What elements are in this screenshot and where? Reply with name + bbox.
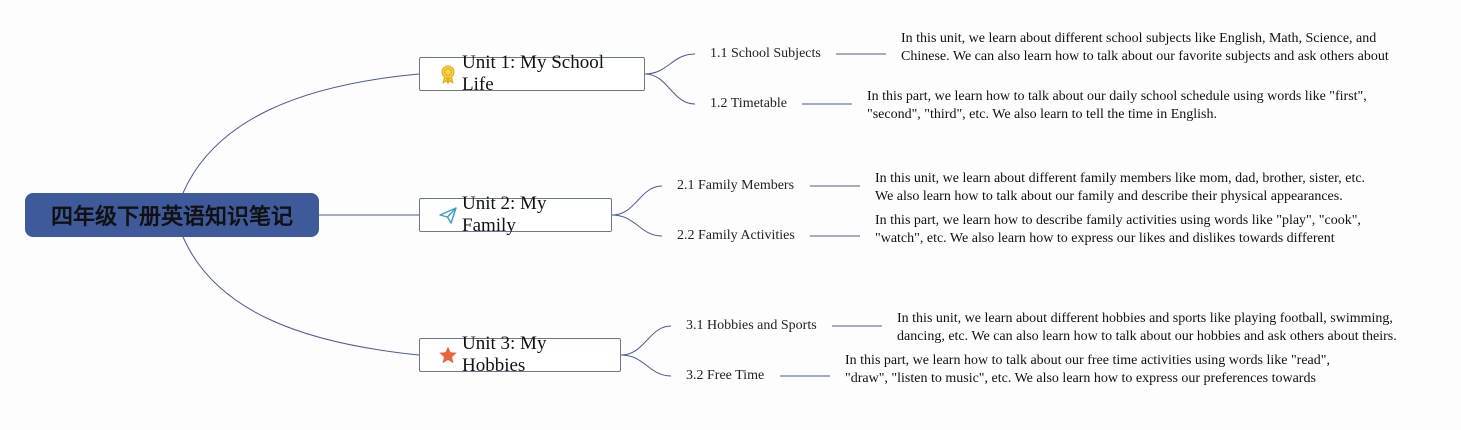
star-icon (438, 345, 458, 365)
connector-root-unit-3 (182, 236, 420, 356)
connector-unit-3-topic-1 (620, 325, 672, 356)
unit-1-title: Unit 1: My School Life (462, 52, 604, 95)
topic-3-1-note: In this unit, we learn about different h… (897, 311, 1397, 344)
topic-1-2-note: In this part, we learn how to talk about… (867, 89, 1367, 122)
root-title: 四年级下册英语知识笔记 (50, 205, 293, 230)
topic-3-1-label[interactable]: 3.1 Hobbies and Sports (686, 318, 817, 333)
topic-2-1-label[interactable]: 2.1 Family Members (677, 178, 795, 193)
unit-3-title: Unit 3: My Hobbies (462, 333, 547, 376)
topic-1-1-label[interactable]: 1.1 School Subjects (710, 46, 821, 61)
connector-unit-1-topic-2 (644, 73, 696, 105)
topic-1-2-label[interactable]: 1.2 Timetable (710, 96, 788, 111)
unit-1-node[interactable]: Unit 1: My School Life (419, 52, 645, 95)
unit-3-node[interactable]: Unit 3: My Hobbies (419, 333, 621, 376)
unit-2-node[interactable]: Unit 2: My Family (419, 193, 612, 236)
connector-unit-2-topic-1 (611, 185, 663, 216)
award-ribbon-icon (438, 64, 458, 84)
paper-plane-icon (438, 205, 458, 225)
connector-root-unit-1 (182, 73, 420, 194)
connector-unit-2-topic-2 (611, 214, 663, 237)
topic-3-2-note: In this part, we learn how to talk about… (845, 353, 1330, 386)
topic-1-1-note: In this unit, we learn about different s… (901, 31, 1389, 64)
topic-2-1-note: In this unit, we learn about different f… (875, 171, 1366, 204)
topic-3-2-label[interactable]: 3.2 Free Time (686, 368, 765, 383)
root-node[interactable]: 四年级下册英语知识笔记 (25, 193, 319, 237)
unit-2-title: Unit 2: My Family (462, 193, 547, 236)
topic-2-2-label[interactable]: 2.2 Family Activities (677, 228, 795, 243)
connector-unit-3-topic-2 (620, 354, 672, 377)
topic-2-2-note: In this part, we learn how to describe f… (875, 213, 1361, 246)
connector-unit-1-topic-1 (644, 53, 696, 75)
